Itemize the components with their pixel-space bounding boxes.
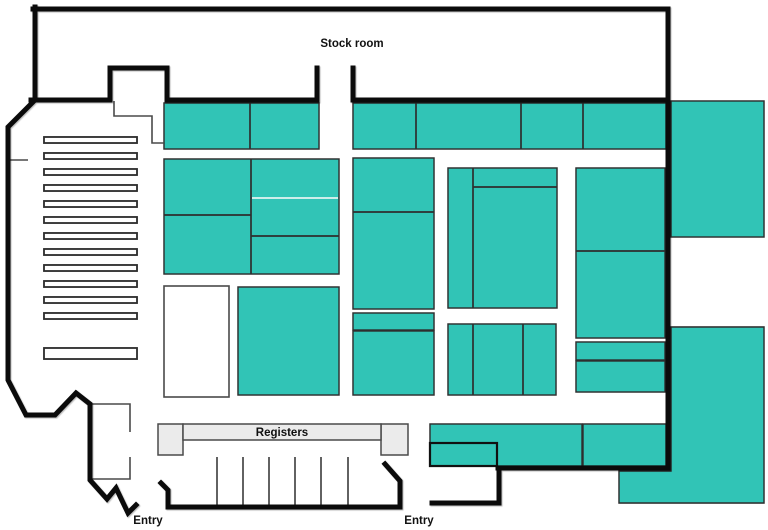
register-endcap-left xyxy=(157,423,184,456)
walls xyxy=(5,4,671,518)
shelf-row xyxy=(43,280,138,288)
stockroom-niche xyxy=(107,65,170,103)
shelf-row xyxy=(43,248,138,256)
display-unit-top-row-left xyxy=(163,102,320,150)
display-unit-mid-lower xyxy=(352,330,435,396)
shelf-row xyxy=(43,200,138,208)
display-unit-top-row-right xyxy=(352,102,667,150)
open-fixture-block xyxy=(163,285,230,398)
registers-label: Registers xyxy=(256,427,308,439)
unit-divider xyxy=(415,103,584,149)
entry-vestibule-outline-bottom xyxy=(91,457,131,480)
backroom-unit-lower xyxy=(618,326,765,504)
shelf-row xyxy=(43,232,138,240)
unit-divider xyxy=(164,159,339,274)
shelf-row xyxy=(43,216,138,224)
backroom-unit-upper xyxy=(670,100,765,238)
checkout-corridor-wall xyxy=(157,460,403,510)
display-units xyxy=(163,100,765,504)
thin-partitions xyxy=(9,101,164,480)
display-unit-mid-column xyxy=(352,157,435,310)
display-unit-right-lower xyxy=(575,360,666,393)
display-unit-lower-right-group xyxy=(447,323,557,396)
display-unit-right-strip xyxy=(575,341,666,361)
display-unit-upper-right-group xyxy=(447,167,558,309)
display-unit-mid-strip xyxy=(352,312,435,331)
shelf-end-unit xyxy=(43,347,138,360)
stockroom-ramp-outline xyxy=(113,101,164,144)
shelf-row xyxy=(43,184,138,192)
unit-divider xyxy=(472,324,524,395)
register-counter xyxy=(182,423,382,441)
register-endcap-right xyxy=(380,423,409,456)
shelf-row xyxy=(43,312,138,320)
entry-label-left: Entry xyxy=(133,515,163,527)
display-unit-bottom-inset xyxy=(428,441,499,468)
entry-vestibule-wall-right xyxy=(429,465,502,506)
shelf-rows xyxy=(43,136,138,360)
wall-outer-left xyxy=(5,4,140,518)
shelf-row xyxy=(43,152,138,160)
display-unit-bottom-right xyxy=(582,423,667,467)
stock-room-label: Stock room xyxy=(320,38,383,50)
display-unit-large xyxy=(237,286,340,396)
wall-outer-top-right xyxy=(30,6,671,471)
register-area: Registers xyxy=(157,423,409,507)
shelf-row xyxy=(43,264,138,272)
queue-dividers xyxy=(216,457,349,507)
shelf-row xyxy=(43,168,138,176)
shelf-row xyxy=(43,296,138,304)
entry-vestibule-outline-top xyxy=(90,403,131,432)
display-unit-right-column xyxy=(575,167,666,339)
unit-divider xyxy=(472,168,557,308)
entry-label-right: Entry xyxy=(404,515,434,527)
shelf-row xyxy=(43,136,138,144)
